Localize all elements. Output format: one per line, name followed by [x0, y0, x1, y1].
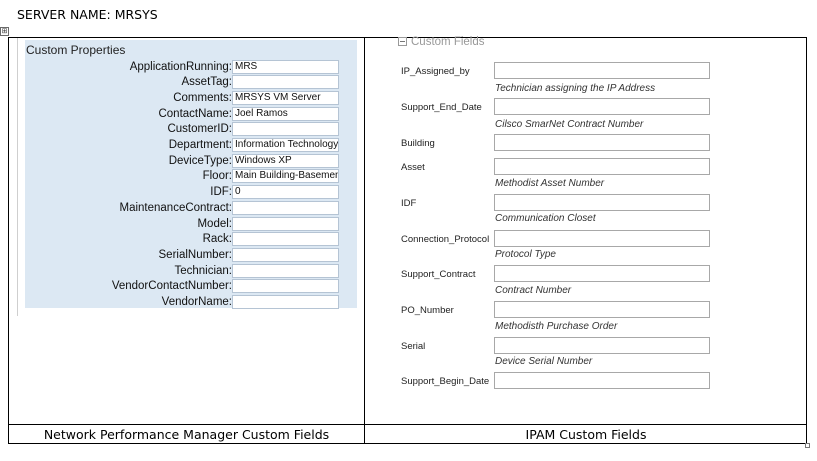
collapse-icon[interactable]	[398, 37, 407, 46]
ipam-header-label: Custom Fields	[411, 36, 485, 48]
ipam-field-hint: Methodist Asset Number	[495, 178, 605, 189]
ipam-field-label: Asset	[401, 162, 425, 173]
custom-property-row: Floor:Main Building-Basement	[25, 169, 357, 185]
ipam-field-label: Connection_Protocol	[401, 234, 490, 245]
ipam-field-hint: Technician assigning the IP Address	[495, 83, 656, 94]
custom-property-row: ApplicationRunning:MRS	[25, 59, 357, 76]
custom-property-label: AssetTag:	[181, 76, 233, 89]
ipam-field-input[interactable]	[494, 337, 710, 354]
ipam-field-label: Serial	[401, 341, 426, 352]
custom-property-input[interactable]: Joel Ramos	[232, 106, 339, 121]
ipam-field-label: IP_Assigned_by	[401, 66, 470, 77]
custom-property-row: MaintenanceContract:	[25, 200, 357, 217]
custom-property-input[interactable]: 0	[232, 185, 339, 200]
table-resize-handle[interactable]	[805, 443, 810, 448]
custom-property-input[interactable]: Information Technology	[232, 138, 339, 152]
custom-property-label: Floor:	[202, 170, 232, 183]
column-divider	[364, 38, 365, 444]
custom-property-input[interactable]	[232, 295, 339, 309]
custom-properties-title: Custom Properties	[26, 43, 126, 57]
custom-property-label: DeviceType:	[168, 154, 232, 167]
table-move-handle[interactable]: ⊞	[0, 27, 9, 36]
server-name-title: SERVER NAME: MRSYS	[17, 7, 158, 22]
custom-property-label: VendorName:	[161, 296, 232, 308]
ipam-field-label: IDF	[401, 198, 417, 209]
custom-property-row: SerialNumber:	[25, 247, 357, 264]
panel-divider-line	[17, 38, 18, 316]
custom-property-input[interactable]	[232, 247, 339, 262]
custom-property-input[interactable]: MRS	[232, 59, 339, 74]
ipam-field-label: PO_Number	[401, 305, 454, 316]
ipam-field-label: Support_Contract	[401, 269, 476, 280]
custom-property-label: ContactName:	[158, 107, 232, 120]
custom-property-row: Model:	[25, 216, 357, 233]
custom-property-label: Model:	[197, 217, 232, 230]
ipam-field-input[interactable]	[494, 301, 710, 318]
npm-caption: Network Performance Manager Custom Field…	[43, 427, 330, 442]
custom-properties-panel: Custom Properties ApplicationRunning:MRS…	[25, 40, 357, 311]
ipam-field-hint: Communication Closet	[495, 213, 596, 224]
ipam-field-input[interactable]	[494, 98, 710, 115]
custom-property-label: VendorContactNumber:	[111, 280, 232, 293]
ipam-field-hint: Contract Number	[495, 285, 572, 296]
custom-property-row: Comments:MRSYS VM Server	[25, 90, 357, 107]
custom-property-row: IDF:0	[25, 185, 357, 201]
ipam-field-hint: Cilsco SmarNet Contract Number	[495, 119, 644, 130]
custom-property-input[interactable]	[232, 75, 339, 90]
custom-property-row: VendorContactNumber:	[25, 279, 357, 295]
custom-property-input[interactable]	[232, 200, 339, 215]
ipam-field-input[interactable]	[494, 62, 710, 79]
ipam-field-input[interactable]	[494, 265, 710, 282]
custom-property-row: Rack:	[25, 232, 357, 248]
custom-property-label: Department:	[168, 139, 232, 151]
custom-property-input[interactable]: MRSYS VM Server	[232, 90, 339, 105]
custom-property-row: ContactName:Joel Ramos	[25, 106, 357, 123]
custom-property-label: Comments:	[173, 91, 232, 104]
ipam-field-label: Building	[401, 138, 435, 149]
custom-property-input[interactable]	[232, 263, 339, 278]
custom-property-row: Department:Information Technology	[25, 138, 357, 154]
custom-property-label: MaintenanceContract:	[119, 201, 232, 214]
comparison-table: Custom Properties ApplicationRunning:MRS…	[8, 37, 807, 444]
custom-property-input[interactable]	[232, 122, 339, 137]
custom-property-input[interactable]	[232, 279, 339, 294]
ipam-field-input[interactable]	[494, 372, 710, 389]
ipam-field-input[interactable]	[494, 230, 710, 247]
custom-property-row: DeviceType:Windows XP	[25, 153, 357, 170]
ipam-field-input[interactable]	[494, 134, 710, 151]
ipam-field-label: Support_Begin_Date	[401, 376, 490, 387]
custom-property-input[interactable]	[232, 216, 339, 231]
custom-property-row: Technician:	[25, 263, 357, 280]
custom-property-input[interactable]	[232, 232, 339, 247]
custom-property-label: IDF:	[210, 186, 232, 199]
custom-property-row: CustomerID:	[25, 122, 357, 138]
custom-property-label: ApplicationRunning:	[129, 60, 232, 73]
ipam-field-hint: Protocol Type	[495, 249, 556, 260]
custom-property-label: CustomerID:	[167, 123, 232, 136]
custom-property-input[interactable]: Main Building-Basement	[232, 169, 339, 184]
custom-property-input[interactable]: Windows XP	[232, 153, 339, 168]
ipam-field-input[interactable]	[494, 194, 710, 211]
ipam-field-label: Support_End_Date	[401, 102, 482, 113]
custom-property-label: Technician:	[174, 264, 232, 277]
caption-row-divider	[9, 424, 807, 425]
ipam-custom-fields-header[interactable]: Custom Fields	[398, 36, 485, 48]
ipam-caption: IPAM Custom Fields	[525, 427, 647, 442]
ipam-field-input[interactable]	[494, 158, 710, 175]
custom-property-row: AssetTag:	[25, 75, 357, 91]
ipam-field-hint: Methodisth Purchase Order	[495, 321, 618, 332]
ipam-field-hint: Device Serial Number	[495, 356, 593, 367]
custom-property-label: Rack:	[202, 233, 232, 246]
custom-property-label: SerialNumber:	[158, 248, 233, 261]
custom-property-row: VendorName:	[25, 295, 357, 311]
